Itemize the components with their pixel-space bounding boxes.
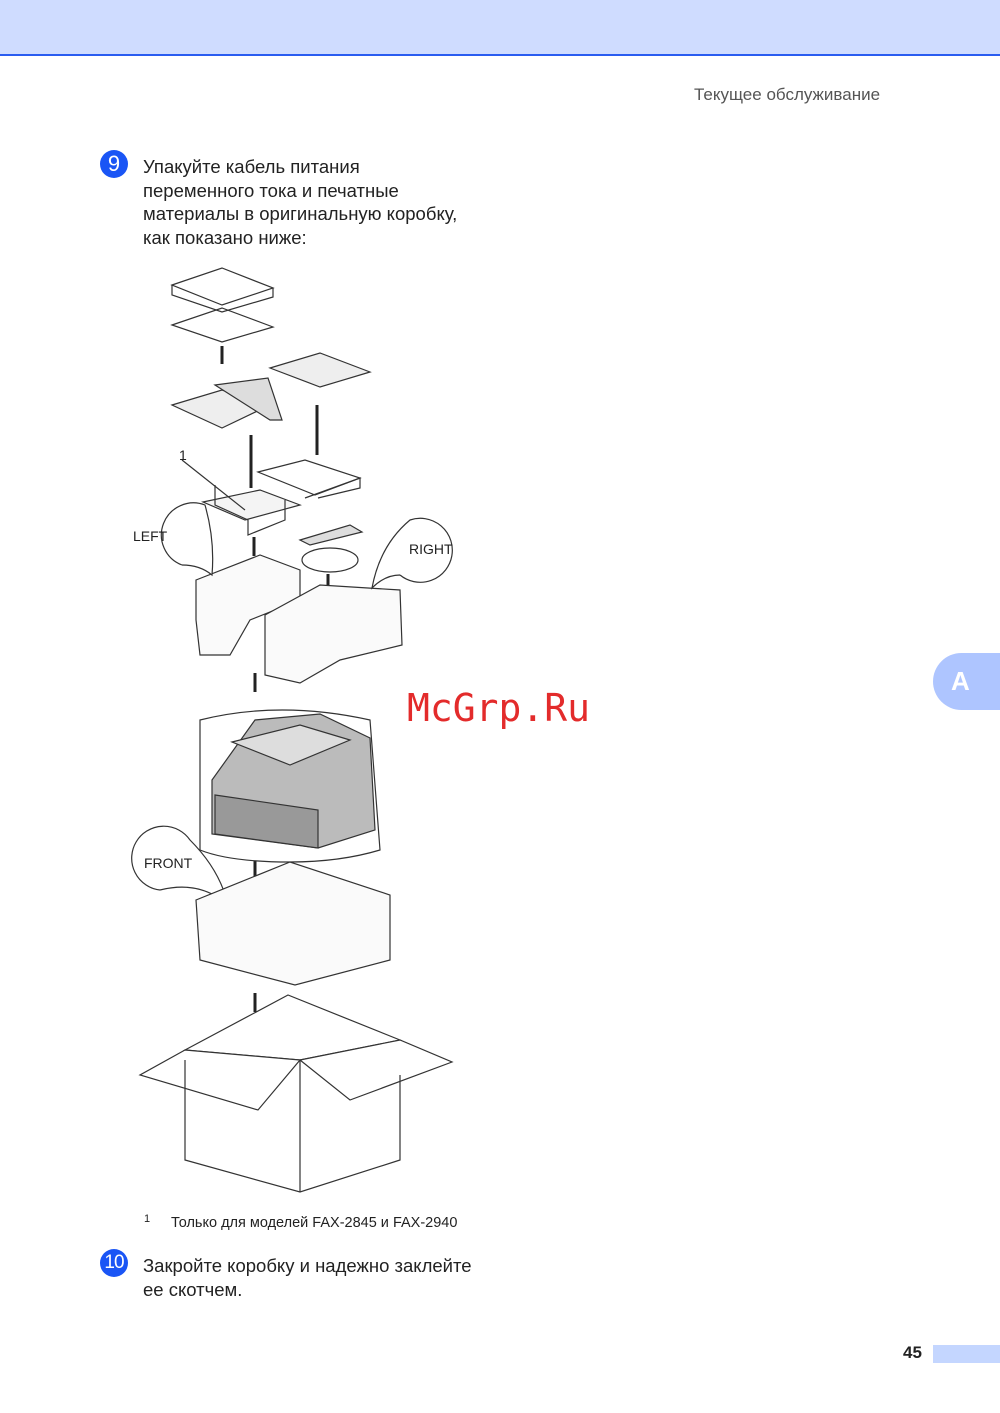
step-number-badge: 10 [100, 1249, 128, 1277]
watermark: McGrp.Ru [407, 686, 591, 730]
page-number-bar [933, 1345, 1000, 1363]
label-front: FRONT [144, 855, 193, 871]
packing-illustration: 1 LEFT RIGHT FRONT [131, 267, 454, 1193]
step-9-text: Упакуйте кабель питания переменного тока… [143, 155, 457, 249]
appendix-tab[interactable]: A [933, 653, 1000, 710]
header-band [0, 0, 1000, 56]
text-line: Упакуйте кабель питания [143, 156, 360, 177]
callout-number: 1 [179, 447, 187, 463]
text-line: как показано ниже: [143, 226, 307, 248]
text-line: Закройте коробку и надежно заклейте [143, 1255, 472, 1276]
step-10-text: Закройте коробку и надежно заклейте ее с… [143, 1254, 472, 1301]
footnote-marker: 1 [144, 1213, 151, 1225]
step-number-badge: 9 [100, 150, 128, 178]
text-line: материалы в оригинальную коробку, [143, 203, 458, 224]
text-line: ее скотчем. [143, 1278, 243, 1300]
footnote-text: Только для моделей FAX-2845 и FAX-2940 [171, 1215, 458, 1231]
label-left: LEFT [133, 528, 168, 544]
label-right: RIGHT [409, 541, 453, 557]
section-title: Текущее обслуживание [694, 85, 881, 104]
page-number: 45 [903, 1343, 922, 1362]
text-line: переменного тока и печатные [143, 179, 399, 201]
